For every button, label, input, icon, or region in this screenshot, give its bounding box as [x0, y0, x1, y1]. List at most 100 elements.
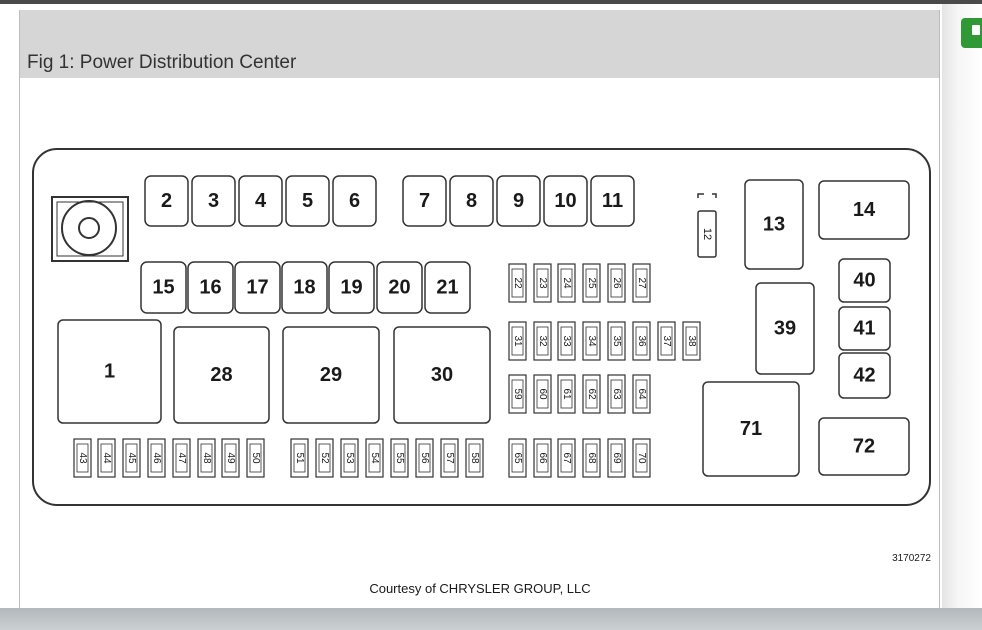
fuse-72: 72 [818, 417, 910, 476]
fuse-56-label: 56 [419, 452, 430, 464]
fuse-4: 4 [238, 175, 283, 227]
fuse-23: 23 [533, 263, 552, 303]
fuse-29-label: 29 [320, 364, 342, 386]
fuse-11-label: 11 [602, 190, 623, 212]
fuse-22-label: 22 [512, 277, 523, 289]
fuse-67-label: 67 [561, 452, 572, 464]
fuse-39: 39 [755, 282, 815, 375]
fuse-60-label: 60 [537, 388, 548, 400]
fuse-53-label: 53 [344, 452, 355, 464]
fuse-36-label: 36 [636, 335, 647, 347]
fuse-48-label: 48 [201, 452, 212, 464]
fuse-34: 34 [582, 321, 601, 361]
fuse-51: 51 [290, 438, 309, 478]
fuse-33: 33 [557, 321, 576, 361]
fuse-43-label: 43 [77, 452, 88, 464]
fuse-55-label: 55 [394, 452, 405, 464]
fuse-18-label: 18 [293, 277, 315, 299]
fuse-60: 60 [533, 374, 552, 414]
fuse-48: 48 [197, 438, 216, 478]
fuse-25: 25 [582, 263, 601, 303]
fuse-17-label: 17 [246, 277, 268, 299]
fuse-5-label: 5 [302, 190, 313, 212]
fuse-46-label: 46 [151, 452, 162, 464]
fuse-41-label: 41 [853, 318, 875, 340]
fuse-33-label: 33 [561, 335, 572, 347]
fuse-38: 38 [682, 321, 701, 361]
fuse-26: 26 [607, 263, 626, 303]
fuse-56: 56 [415, 438, 434, 478]
fuse-63: 63 [607, 374, 626, 414]
fuse-15-label: 15 [152, 277, 174, 299]
fuse-30-label: 30 [431, 364, 453, 386]
fuse-14: 14 [818, 180, 910, 240]
fuse-52-label: 52 [319, 452, 330, 464]
fuse-22: 22 [508, 263, 527, 303]
fuse-10-label: 10 [554, 190, 576, 212]
fuse-28-label: 28 [210, 364, 232, 386]
fuse-65: 65 [508, 438, 527, 478]
fuse-38-label: 38 [686, 335, 697, 347]
fuse-44-label: 44 [101, 452, 112, 464]
print-button[interactable] [961, 18, 982, 48]
fuse-49-label: 49 [225, 452, 236, 464]
fuse-3-label: 3 [208, 190, 219, 212]
fuse-69: 69 [607, 438, 626, 478]
fuse-2: 2 [144, 175, 189, 227]
fuse-14-label: 14 [853, 199, 876, 221]
fuse-64: 64 [632, 374, 651, 414]
fuse-13-label: 13 [763, 214, 785, 236]
courtesy-credit: Courtesy of CHRYSLER GROUP, LLC [369, 581, 590, 596]
right-shadow [942, 4, 982, 608]
bottom-bar [0, 608, 982, 630]
fuse-27-label: 27 [636, 277, 647, 289]
fuse-30: 30 [393, 326, 491, 424]
fuse-46: 46 [147, 438, 166, 478]
fuse-58-label: 58 [469, 452, 480, 464]
fuse-65-label: 65 [512, 452, 523, 464]
fuse-26-label: 26 [611, 277, 622, 289]
fuse-39-label: 39 [774, 318, 796, 340]
fuse-40-label: 40 [853, 270, 875, 292]
fuse-53: 53 [340, 438, 359, 478]
fuse-7: 7 [402, 175, 447, 227]
housing-outline [32, 148, 931, 506]
fuse-44: 44 [97, 438, 116, 478]
fuse-47-label: 47 [176, 452, 187, 464]
fuse-23-label: 23 [537, 277, 548, 289]
fuse-66-label: 66 [537, 452, 548, 464]
fuse-41: 41 [838, 306, 891, 351]
fuse-58: 58 [465, 438, 484, 478]
fuse-1: 1 [57, 319, 162, 424]
fuse-7-label: 7 [419, 190, 430, 212]
fuse-35: 35 [607, 321, 626, 361]
fuse-29: 29 [282, 326, 380, 424]
fuse-27: 27 [632, 263, 651, 303]
fuse-21-label: 21 [436, 277, 458, 299]
fuse-61-label: 61 [561, 388, 572, 400]
fuse-68: 68 [582, 438, 601, 478]
fuse-32: 32 [533, 321, 552, 361]
part-number: 3170272 [892, 553, 931, 564]
fuse-63-label: 63 [611, 388, 622, 400]
top-bar [0, 0, 982, 4]
fuse-52: 52 [315, 438, 334, 478]
fuse-19: 19 [328, 261, 375, 314]
fuse-3: 3 [191, 175, 236, 227]
fuse-51-label: 51 [294, 452, 305, 464]
fuse-25-label: 25 [586, 277, 597, 289]
fuse-57-label: 57 [444, 452, 455, 464]
print-icon [972, 25, 980, 35]
fuse-37: 37 [657, 321, 676, 361]
fuse-16-label: 16 [199, 277, 221, 299]
fuse-66: 66 [533, 438, 552, 478]
fuse-64-label: 64 [636, 388, 647, 400]
figure-title: Fig 1: Power Distribution Center [27, 52, 297, 73]
figure-header: Fig 1: Power Distribution Center [20, 10, 939, 78]
terminal-stud-icon [51, 196, 129, 262]
fuse-8: 8 [449, 175, 494, 227]
fuse-5: 5 [285, 175, 330, 227]
